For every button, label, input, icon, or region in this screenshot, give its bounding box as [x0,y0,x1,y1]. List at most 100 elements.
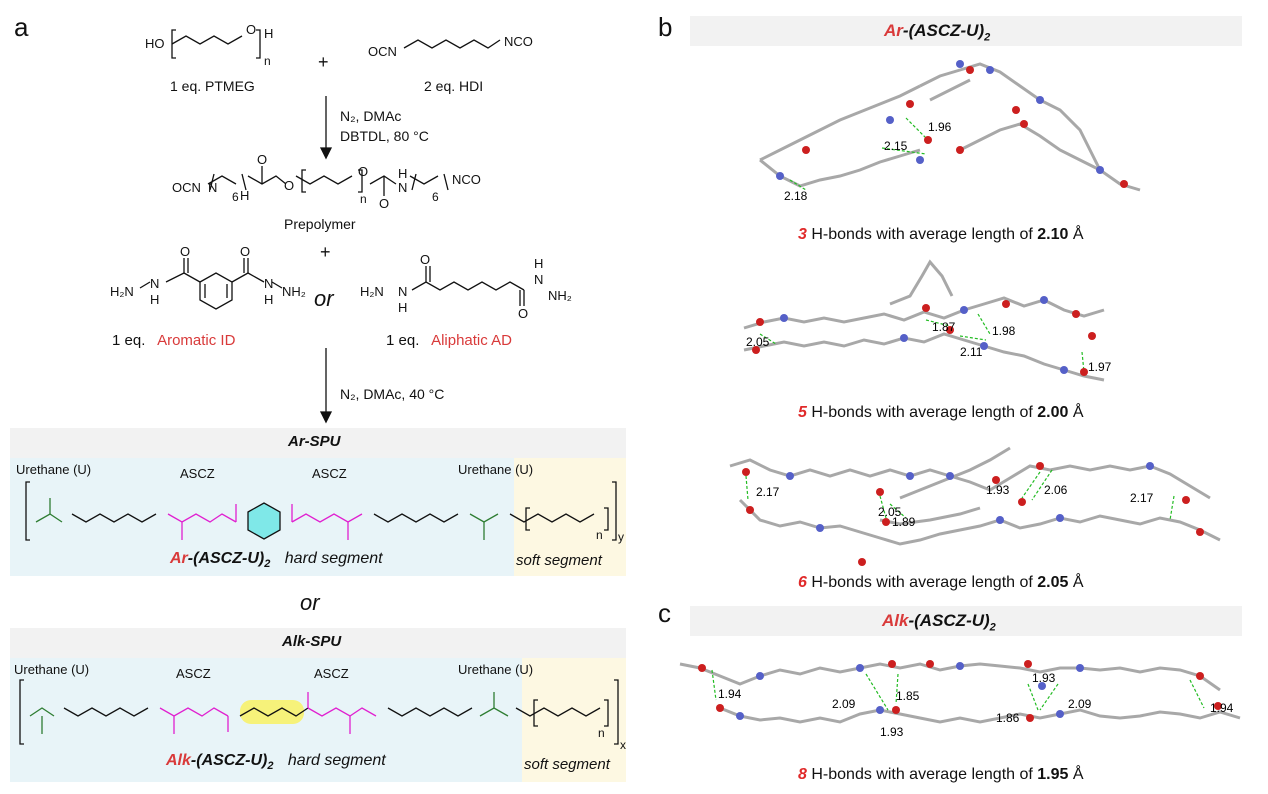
aliphatic-ad-label: 1 eq. Aliphatic AD [386,332,512,349]
model-1-hbond-label-3: 2.18 [784,189,808,203]
model-4-count: 8 [798,766,807,783]
aromatic-n1: N [150,276,160,291]
panel-b-header: Ar-(ASCZ-U)2 [884,21,990,43]
ar-hard-name: -(ASCZ-U) [187,550,265,567]
model-4-atoms [698,660,1222,722]
ar-sub-n: n [596,528,603,542]
model-2-bonds [743,259,1105,382]
hdi-nco-label: NCO [504,34,533,49]
model-3-unit: Å [1072,574,1084,591]
model-3-hbond-label-2: 1.93 [986,483,1010,497]
alk-spu-title: Alk-SPU [282,633,342,650]
aromatic-h2n: H₂N [110,284,134,299]
model-1-atoms [776,60,1128,188]
aromatic-h1: H [150,292,160,307]
panel-c-header-name: -(ASCZ-U) [908,611,990,630]
panel-b-header-sub: 2 [984,31,991,44]
prepolymer-n-right: N [398,180,408,195]
prepolymer-sub6-right: 6 [432,190,439,204]
reaction-arrow-2 [319,348,333,424]
aromatic-id-name: Aromatic ID [157,332,236,349]
aliphatic-o2: O [518,306,529,321]
ptmeg-ho-label: HO [145,36,165,51]
model-4-bonds [679,662,1241,724]
hdi-structure [403,39,501,49]
ptmeg-o-label: O [246,22,257,37]
model-1-unit: Å [1072,226,1084,243]
model-2-unit: Å [1072,404,1084,421]
model-2-text: H-bonds with average length of [811,404,1033,421]
model-2-hbond-label-5: 1.97 [1088,360,1112,374]
alk-urethane-left: Urethane (U) [14,662,90,677]
aromatic-id-label: 1 eq. Aromatic ID [112,332,235,349]
model-4-hbond-label-4: 1.85 [896,689,920,703]
prepolymer-sub-n: n [360,192,367,206]
aromatic-h2: H [264,292,274,307]
plus-sign-2: + [320,242,331,262]
alk-soft-segment-label: soft segment [524,756,610,773]
aliphatic-ad-name: Aliphatic AD [431,332,512,349]
alk-hard-sub: 2 [267,760,274,773]
model-3-hbond-label-3: 2.06 [1044,483,1068,497]
aliphatic-eq: 1 eq. [386,332,420,349]
model-1-count: 3 [798,226,807,243]
panel-letter-b: b [658,12,673,42]
model-3-caption: 6 H-bonds with average length of 2.05 Å [798,574,1084,592]
model-3-count: 6 [798,574,807,591]
aromatic-n2: N [264,276,274,291]
model-1-hbond-label-1: 1.96 [928,120,952,134]
hdi-ocn-label: OCN [368,44,397,59]
prepolymer-structure [207,166,449,196]
model-2-atoms [752,296,1096,376]
alk-ascz-2: ASCZ [314,666,349,681]
alk-sub-x: x [620,738,626,752]
model-1-bonds [759,62,1141,192]
alk-ascz-1: ASCZ [176,666,211,681]
alk-spu-chain [19,679,619,745]
prepolymer-h-right: H [398,166,408,181]
alk-sub-n: n [598,726,605,740]
model-3-hbond-label-4: 2.17 [1130,491,1154,505]
aliphatic-n1: N [398,284,408,299]
ptmeg-structure [171,29,261,59]
model-1-hbond-label-2: 2.15 [884,139,908,153]
panel-b-header-bar [690,16,1242,46]
model-2-caption: 5 H-bonds with average length of 2.00 Å [798,404,1084,422]
ar-soft-segment-label: soft segment [516,552,602,569]
aliphatic-h1: H [398,300,408,315]
model-1-text: H-bonds with average length of [811,226,1033,243]
aromatic-o1: O [180,244,191,259]
alk-hard-segment-label: Alk-(ASCZ-U)2 hard segment [166,752,386,772]
model-4-hbond-label-8: 1.93 [880,725,904,739]
prepolymer-o3: O [358,164,369,179]
step1-conditions-line2: DBTDL, 80 °C [340,128,429,144]
model-4-avg: 1.95 [1037,766,1069,783]
prepolymer-ocn-label: OCN [172,180,201,195]
aromatic-nh2: NH₂ [282,284,306,299]
model-4-caption: 8 H-bonds with average length of 1.95 Å [798,766,1084,784]
model-2-hbond-label-1: 1.87 [932,320,956,334]
model-3-text: H-bonds with average length of [811,574,1033,591]
prepolymer-o2: O [284,178,295,193]
model-4-hbond-label-1: 1.93 [1032,671,1056,685]
alk-spu-title-bar [10,628,626,658]
model-1-caption: 3 H-bonds with average length of 2.10 Å [798,226,1084,244]
prepolymer-n-left: N [208,180,218,195]
or-label-middle: or [300,590,320,615]
model-4-text: H-bonds with average length of [811,766,1033,783]
model-4-hbond-label-7: 1.94 [1210,701,1234,715]
model-2-hbond-label-2: 1.98 [992,324,1016,338]
ar-ascz-1: ASCZ [180,466,215,481]
model-2-count: 5 [798,404,807,421]
model-1-avg: 2.10 [1037,226,1069,243]
prepolymer-sub6-left: 6 [232,190,239,204]
prepolymer-o1: O [257,152,268,167]
panel-c-header-sub: 2 [989,621,996,634]
reaction-arrow-1 [319,96,333,160]
prepolymer-nco-label: NCO [452,172,481,187]
prepolymer-o4: O [379,196,390,211]
prepolymer-h-left: H [240,188,250,203]
plus-sign-1: + [318,52,329,72]
model-2-hbond-label-3: 2.05 [746,335,770,349]
alk-hard-prefix: Alk [166,752,191,769]
